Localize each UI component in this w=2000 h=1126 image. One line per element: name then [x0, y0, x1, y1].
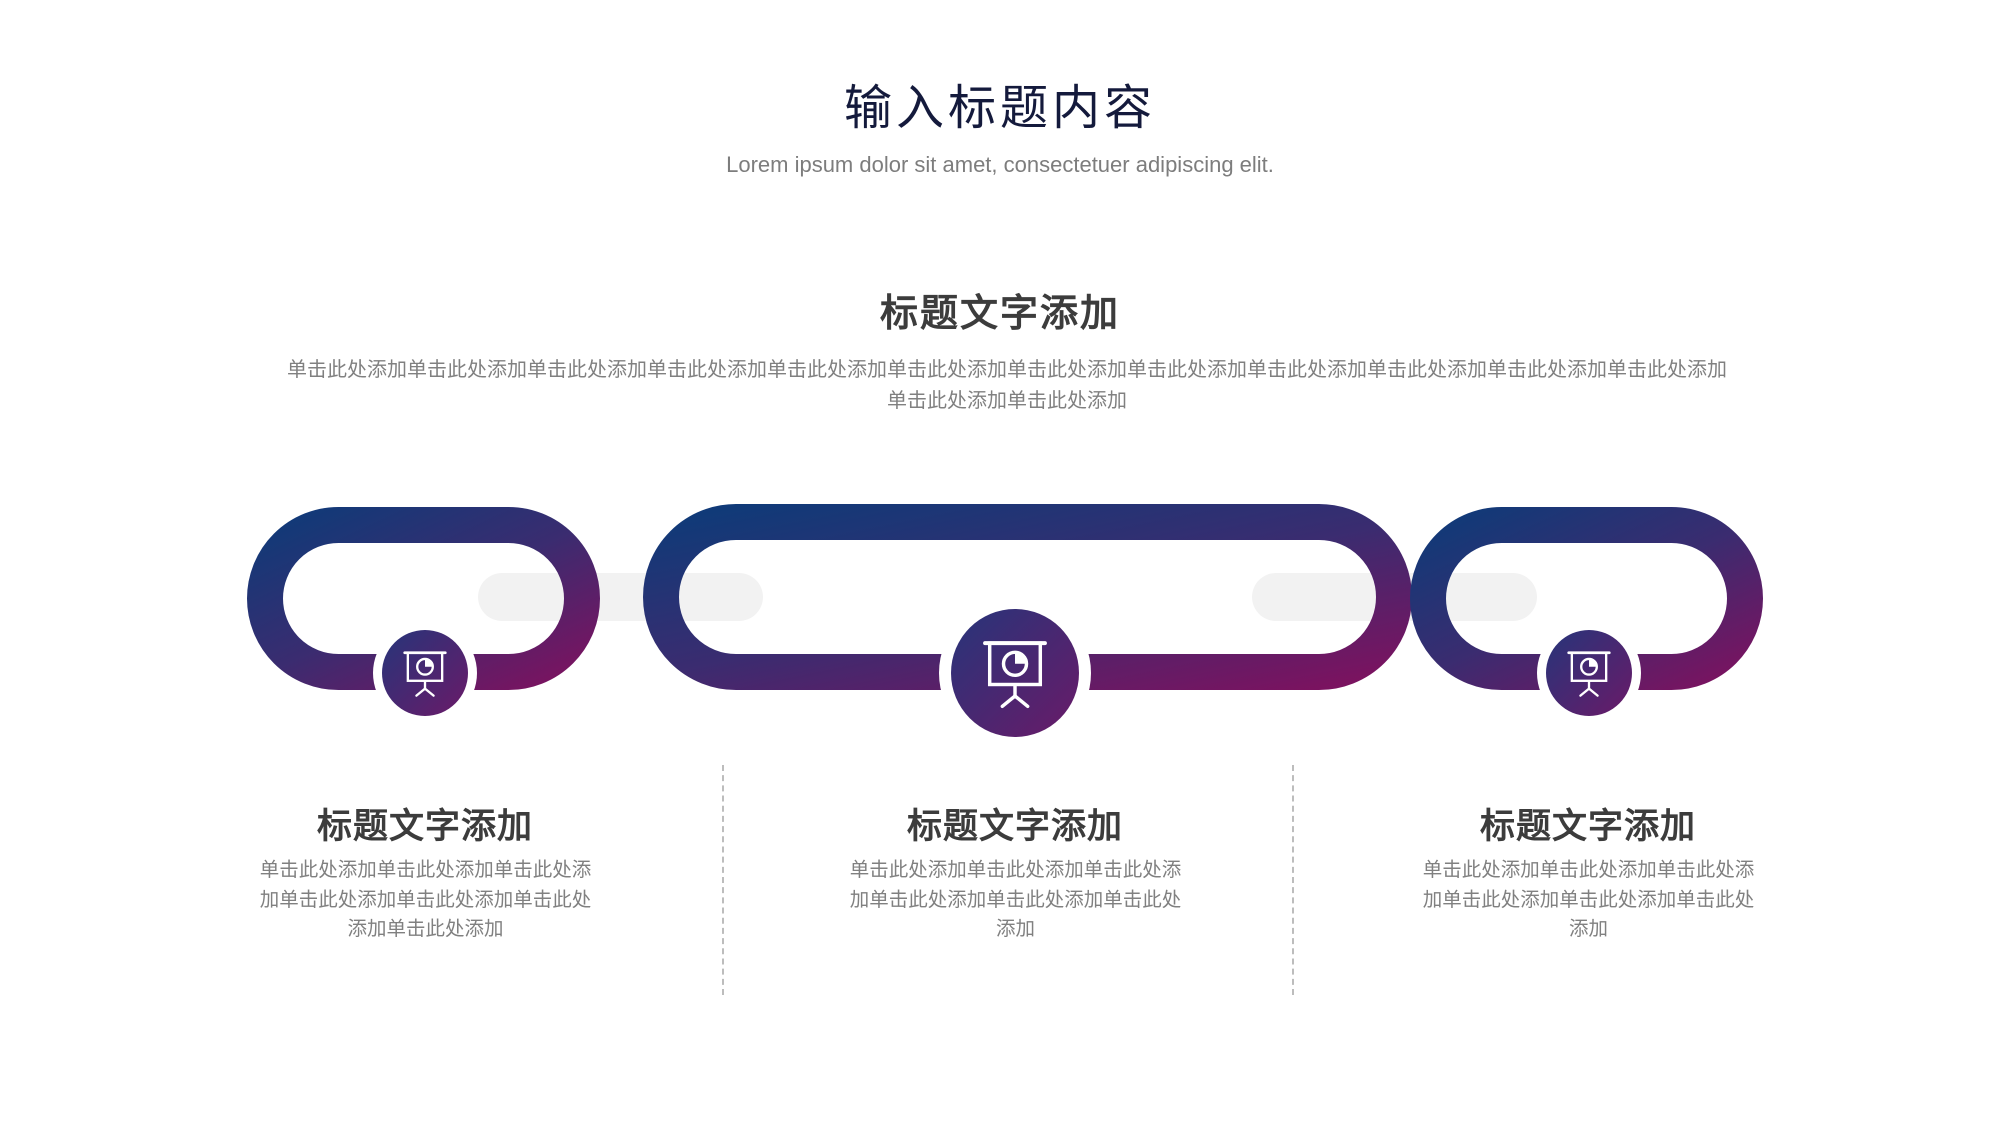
- section-heading: 标题文字添加: [879, 291, 1120, 335]
- section-body-text: 单击此处添加单击此处添加单击此处添加单击此处添加单击此处添加单击此处添加单击此处…: [287, 357, 1727, 412]
- card-title-1: 标题文字添加: [316, 807, 533, 847]
- icon-badge-3: [1546, 630, 1632, 716]
- main-title: 输入标题内容: [843, 80, 1156, 136]
- card-text-1: 单击此处添加单击此处添加单击此处添加单击此处添加单击此处添加单击此处添加单击此处…: [259, 858, 592, 940]
- card-text-3: 单击此处添加单击此处添加单击此处添加单击此处添加单击此处添加单击此处添加: [1422, 858, 1755, 940]
- divider-2: [1292, 765, 1294, 995]
- subtitle: Lorem ipsum dolor sit amet, consectetuer…: [726, 152, 1274, 177]
- icon-badge-1: [382, 630, 468, 716]
- card-text-2: 单击此处添加单击此处添加单击此处添加单击此处添加单击此处添加单击此处添加: [849, 858, 1182, 940]
- card-title-2: 标题文字添加: [906, 807, 1123, 847]
- chain-connector-left: [478, 573, 763, 621]
- divider-1: [722, 765, 724, 995]
- icon-badge-2: [951, 609, 1079, 737]
- card-title-3: 标题文字添加: [1479, 807, 1696, 847]
